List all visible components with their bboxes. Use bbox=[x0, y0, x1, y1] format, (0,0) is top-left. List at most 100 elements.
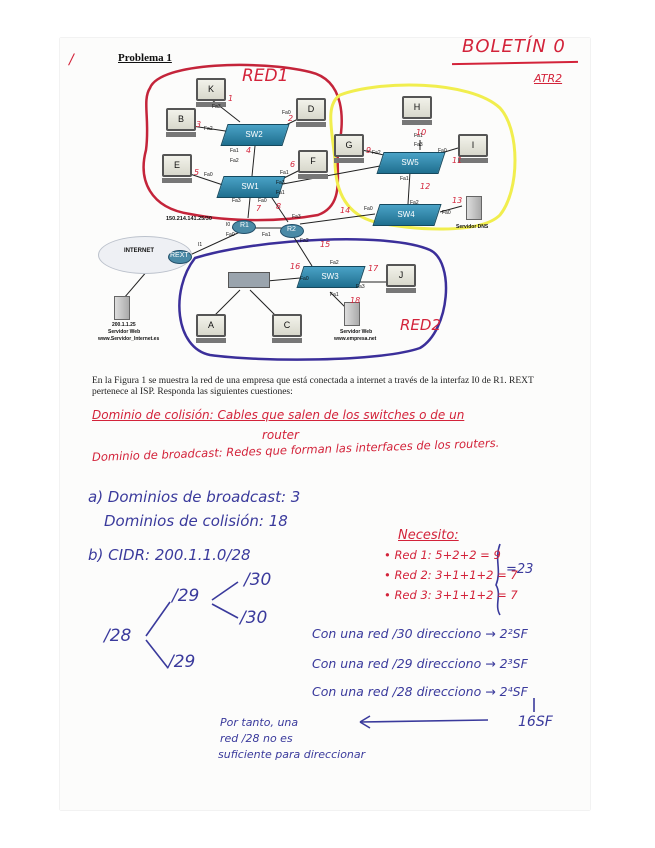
router-rext bbox=[168, 250, 192, 264]
internet-server-url: www.Servidor_Internet.es bbox=[98, 336, 160, 342]
answer-a-collision: Dominios de colisión: 18 bbox=[104, 512, 288, 530]
internet-server-label: Servidor Web bbox=[108, 329, 141, 335]
result-16sf: 16SF bbox=[518, 714, 553, 730]
switch-sw2-label: SW2 bbox=[245, 130, 263, 139]
port-label: Fa1 bbox=[230, 148, 239, 154]
collision-definition: Dominio de colisión: Cables que salen de… bbox=[92, 408, 465, 422]
red2-label: RED2 bbox=[400, 316, 441, 334]
answer-b-cidr: b) CIDR: 200.1.1.0/28 bbox=[88, 546, 251, 564]
port-label: Fa2 bbox=[300, 238, 309, 244]
port-label: Fa3 bbox=[212, 104, 221, 110]
calc-30: Con una red /30 direcciono → 2²SF bbox=[312, 626, 528, 641]
pc-i: I bbox=[458, 134, 488, 163]
link-number: 14 bbox=[340, 206, 351, 215]
link-number: 4 bbox=[246, 146, 252, 155]
router-r2 bbox=[280, 224, 304, 238]
port-label: Fa1 bbox=[330, 292, 339, 298]
conclusion-line1: Por tanto, una bbox=[220, 716, 299, 729]
link-number: 10 bbox=[416, 128, 427, 137]
link-number: 13 bbox=[452, 196, 463, 205]
red1-outline bbox=[142, 63, 343, 222]
pc-g: G bbox=[334, 134, 364, 163]
conclusion-line2: red /28 no es bbox=[220, 732, 293, 745]
link-number: 17 bbox=[368, 264, 379, 273]
port-label: Fa1 bbox=[262, 232, 271, 238]
header-subtitle: ATR2 bbox=[534, 72, 563, 85]
link-number: 15 bbox=[320, 240, 331, 249]
web-server-label: Servidor Web bbox=[340, 329, 373, 335]
pc-i-label: I bbox=[458, 134, 488, 157]
port-label: Fa1 bbox=[414, 133, 423, 139]
port-label: Fa3 bbox=[414, 142, 423, 148]
router-r1-label: R1 bbox=[240, 222, 249, 229]
conclusion-line3: suficiente para direccionar bbox=[218, 748, 366, 761]
need-red3: • Red 3: 3+1+1+2 = 7 bbox=[384, 588, 518, 602]
port-label: Fa2 bbox=[230, 158, 239, 164]
link-number: 5 bbox=[194, 168, 200, 177]
calc-29: Con una red /29 direcciono → 2³SF bbox=[312, 656, 528, 671]
port-label: Fa1 bbox=[400, 176, 409, 182]
link-number: 2 bbox=[288, 114, 294, 123]
link-number: 3 bbox=[196, 120, 202, 129]
pc-a-label: A bbox=[196, 314, 226, 337]
pc-j: J bbox=[386, 264, 416, 293]
port-label: Fa0 bbox=[226, 232, 235, 238]
link-number: 6 bbox=[290, 160, 296, 169]
switch-sw4-label: SW4 bbox=[397, 210, 415, 219]
tree-root: /28 bbox=[104, 626, 132, 646]
dns-server bbox=[466, 196, 482, 220]
link-number: 1 bbox=[228, 94, 234, 103]
switch-sw3-label: SW3 bbox=[321, 272, 339, 281]
port-label: Fa3 bbox=[276, 180, 285, 186]
router-r2-label: R2 bbox=[287, 226, 296, 233]
port-label: Fa2 bbox=[204, 126, 213, 132]
link-number: 7 bbox=[256, 204, 262, 213]
needs-total: =23 bbox=[506, 562, 534, 577]
red1-label: RED1 bbox=[242, 66, 289, 86]
internet-label: INTERNET bbox=[124, 248, 154, 254]
link-number: 12 bbox=[420, 182, 431, 191]
pc-c: C bbox=[272, 314, 302, 343]
header-title: BOLETÍN 0 bbox=[462, 36, 566, 57]
port-label: Fa0 bbox=[204, 172, 213, 178]
margin-mark: / bbox=[69, 52, 74, 68]
link-number: 8 bbox=[276, 202, 282, 211]
port-label: Fa3 bbox=[232, 198, 241, 204]
tree-node-29-top: /29 bbox=[172, 586, 200, 606]
link-number: 18 bbox=[350, 296, 361, 305]
pc-h-label: H bbox=[402, 96, 432, 119]
pc-e: E bbox=[162, 154, 192, 183]
isp-ip-label: 150.214.141.25/30 bbox=[166, 216, 212, 222]
pc-b: B bbox=[166, 108, 196, 137]
pc-h: H bbox=[402, 96, 432, 125]
port-label: Fa2 bbox=[372, 150, 381, 156]
port-label: I1 bbox=[198, 242, 203, 248]
port-label: Fa0 bbox=[438, 148, 447, 154]
pc-e-label: E bbox=[162, 154, 192, 177]
link-number: 16 bbox=[290, 262, 301, 271]
port-label: Fa1 bbox=[276, 190, 285, 196]
port-label: Fa3 bbox=[356, 284, 365, 290]
router-rext-label: REXT bbox=[170, 252, 189, 259]
hub bbox=[228, 272, 270, 288]
router-r1 bbox=[232, 220, 256, 234]
pc-g-label: G bbox=[334, 134, 364, 157]
port-label: Fa0 bbox=[300, 276, 309, 282]
web-server bbox=[344, 302, 360, 326]
port-label: Fa0 bbox=[282, 110, 291, 116]
port-label: Fa2 bbox=[410, 200, 419, 206]
link-number: 9 bbox=[366, 146, 372, 155]
port-label: Fa2 bbox=[330, 260, 339, 266]
port-label: Fa3 bbox=[292, 214, 301, 220]
needs-title: Necesito: bbox=[398, 528, 459, 543]
internet-server-ip: 200.1.1.25 bbox=[112, 322, 136, 328]
pc-j-label: J bbox=[386, 264, 416, 287]
port-label: Fa0 bbox=[364, 206, 373, 212]
dns-server-label: Servidor DNS bbox=[456, 224, 489, 230]
port-label: Fa0 bbox=[442, 210, 451, 216]
pc-k: K bbox=[196, 78, 226, 107]
collision-definition-cont: router bbox=[262, 428, 299, 442]
need-red1: • Red 1: 5+2+2 = 9 bbox=[384, 548, 501, 562]
pc-k-label: K bbox=[196, 78, 226, 101]
